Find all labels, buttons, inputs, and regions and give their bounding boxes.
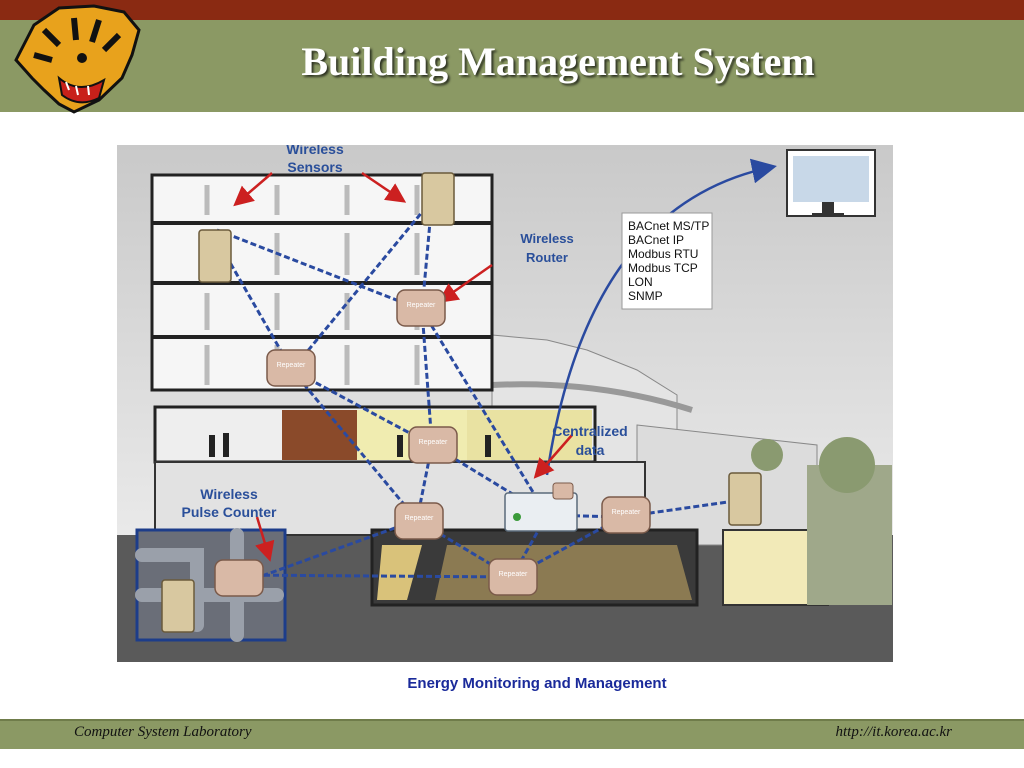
wireless-sensor-icon bbox=[161, 172, 762, 633]
protocol-item: LON bbox=[628, 275, 653, 289]
footer-url[interactable]: http://it.korea.ac.kr bbox=[835, 724, 953, 740]
repeater-icon bbox=[214, 289, 651, 597]
tiger-logo-icon bbox=[14, 4, 141, 114]
wireless-links bbox=[215, 199, 743, 587]
pulse-counter-label: Wireless bbox=[200, 486, 258, 502]
protocol-item: BACnet MS/TP bbox=[628, 219, 709, 233]
protocol-item: BACnet IP bbox=[628, 233, 684, 247]
page-title: Building Management System bbox=[301, 39, 815, 84]
pulse-counter-label: Pulse Counter bbox=[182, 504, 277, 520]
top-stripe bbox=[0, 0, 1024, 20]
footer-band bbox=[0, 719, 1024, 749]
title-band bbox=[0, 20, 1024, 112]
repeater-label: Repeater bbox=[499, 571, 528, 578]
repeater-label: Repeater bbox=[405, 515, 434, 522]
repeater-label: Repeater bbox=[612, 509, 641, 516]
wireless-sensors-label: Wireless bbox=[286, 145, 344, 157]
protocols-box bbox=[621, 212, 713, 310]
wireless-sensors-label: Sensors bbox=[287, 159, 342, 175]
router-icon bbox=[504, 482, 578, 532]
wireless-router-label: Wireless bbox=[520, 231, 573, 246]
bms-diagram: Repeater Repeater Repeater Repeater Repe… bbox=[117, 145, 893, 662]
protocol-item: Modbus TCP bbox=[628, 261, 698, 275]
protocol-item: SNMP bbox=[628, 289, 663, 303]
repeater-label: Repeater bbox=[277, 362, 306, 369]
footer-lab-name: Computer System Laboratory bbox=[74, 724, 252, 740]
wireless-router-label: Router bbox=[526, 250, 568, 265]
centralized-data-label: Centralized bbox=[552, 423, 627, 439]
diagram-caption: Energy Monitoring and Management bbox=[407, 675, 667, 692]
monitor-icon bbox=[786, 149, 876, 217]
repeater-label: Repeater bbox=[407, 302, 436, 309]
centralized-data-label: data bbox=[576, 442, 605, 458]
protocol-item: Modbus RTU bbox=[628, 247, 698, 261]
repeater-label: Repeater bbox=[419, 439, 448, 446]
pointer-arrows bbox=[233, 171, 573, 562]
